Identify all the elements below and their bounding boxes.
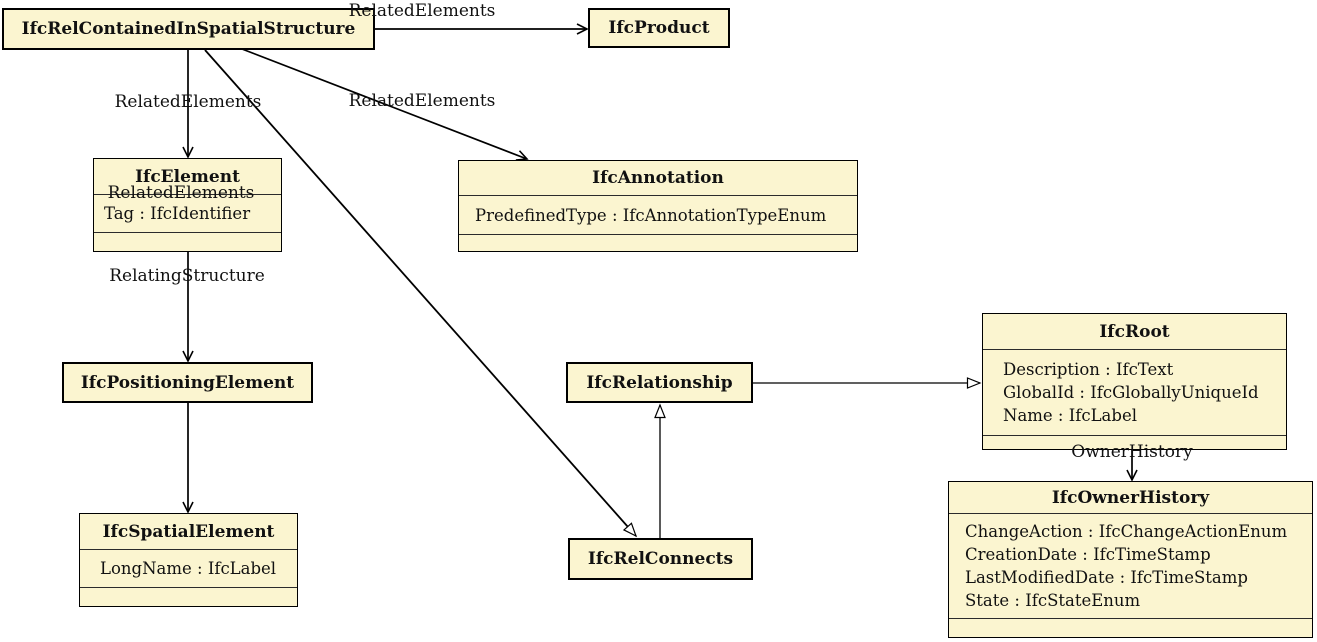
class-title: IfcSpatialElement (102, 521, 275, 542)
edge-label-relatedelements-positioningelement: RelatedElements (107, 183, 255, 203)
class-title: IfcProduct (608, 18, 710, 38)
class-empty-compartment (94, 233, 281, 251)
class-attribute: Name : IfcLabel (1003, 406, 1137, 425)
class-attributes: Tag : IfcIdentifier (94, 194, 281, 233)
class-title: IfcRelConnects (587, 549, 734, 569)
class-attributes: ChangeAction : IfcChangeActionEnum Creat… (949, 513, 1312, 619)
edge-label-relatingstructure: RelatingStructure (109, 266, 265, 286)
class-attribute: CreationDate : IfcTimeStamp (965, 545, 1211, 564)
class-attributes: PredefinedType : IfcAnnotationTypeEnum (459, 195, 857, 235)
class-title: IfcRelationship (586, 372, 733, 393)
class-title: IfcRelContainedInSpatialStructure (21, 19, 356, 39)
class-box-ifcrelationship: IfcRelationship (566, 362, 753, 403)
class-attribute: PredefinedType : IfcAnnotationTypeEnum (475, 205, 827, 225)
edge-generalization-to-ifcrelconnects (204, 49, 636, 536)
class-attribute: Tag : IfcIdentifier (104, 204, 251, 223)
class-box-ifcroot: IfcRoot Description : IfcText GlobalId :… (982, 313, 1287, 450)
class-box-ifcrelconnects: IfcRelConnects (568, 538, 753, 580)
class-box-ifcrelcontainedinspatialstructure: IfcRelContainedInSpatialStructure (2, 8, 375, 50)
edge-label-relatedelements-element: RelatedElements (114, 92, 262, 112)
edge-label-ownerhistory: OwnerHistory (1071, 442, 1193, 462)
class-empty-compartment (80, 588, 297, 606)
class-empty-compartment (949, 619, 1312, 637)
edge-label-relatedelements-product: RelatedElements (348, 1, 496, 21)
class-title: IfcOwnerHistory (1051, 487, 1210, 508)
class-attribute: GlobalId : IfcGloballyUniqueId (1003, 383, 1259, 402)
class-attribute: State : IfcStateEnum (965, 591, 1141, 610)
class-title: IfcPositioningElement (80, 372, 295, 393)
class-attribute: Description : IfcText (1003, 360, 1174, 379)
edge-label-relatedelements-annotation: RelatedElements (348, 91, 496, 111)
class-title: IfcAnnotation (592, 168, 724, 188)
class-box-ifcpositioningelement: IfcPositioningElement (62, 362, 313, 403)
class-attributes: LongName : IfcLabel (80, 549, 297, 588)
class-title: IfcElement (135, 166, 240, 187)
class-box-ifcspatialelement: IfcSpatialElement LongName : IfcLabel (79, 513, 298, 607)
class-title: IfcRoot (1099, 321, 1170, 342)
class-box-ifcownerhistory: IfcOwnerHistory ChangeAction : IfcChange… (948, 481, 1313, 638)
class-box-ifcannotation: IfcAnnotation PredefinedType : IfcAnnota… (458, 160, 858, 252)
class-empty-compartment (459, 235, 857, 251)
class-box-ifcelement: IfcElement Tag : IfcIdentifier (93, 158, 282, 252)
class-attribute: LastModifiedDate : IfcTimeStamp (965, 568, 1248, 587)
class-attribute: ChangeAction : IfcChangeActionEnum (965, 522, 1288, 541)
edge-relatedelements-to-ifcannotation (241, 48, 529, 161)
class-attribute: LongName : IfcLabel (100, 559, 277, 578)
class-box-ifcproduct: IfcProduct (588, 8, 730, 48)
class-attributes: Description : IfcText GlobalId : IfcGlob… (983, 349, 1286, 436)
